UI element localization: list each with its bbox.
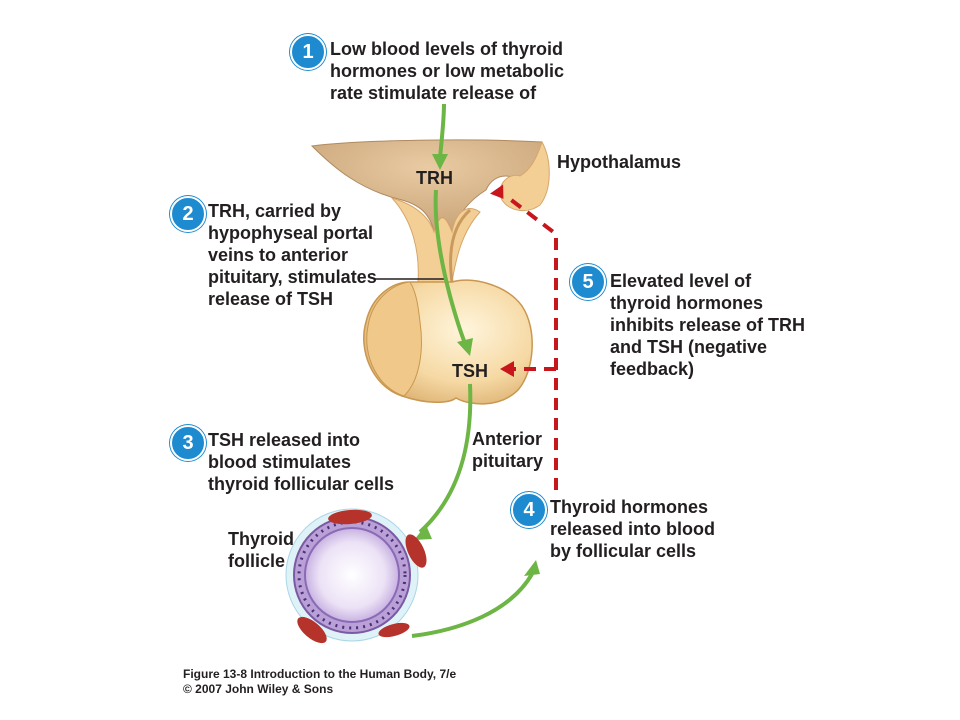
arrow-follicle-to-hormones-head (524, 560, 540, 576)
pituitary-stalk (390, 197, 481, 283)
step-1-text: Low blood levels of thyroid hormones or … (330, 39, 565, 103)
arrow-step1-head (432, 154, 448, 170)
arrow-follicle-to-hormones (411, 572, 534, 638)
hypothalamus-label: Hypothalamus (557, 152, 682, 172)
step-2-text: TRH, carried by hypophyseal portal veins… (208, 201, 377, 309)
arrow-step1-to-trh (438, 103, 446, 159)
trh-label: TRH (416, 168, 453, 188)
blood-cell (328, 509, 372, 525)
anterior-pituitary-label: Anterior pituitary (472, 429, 544, 471)
feedback-arrowhead-trh (490, 184, 504, 199)
step-5-text: Elevated level of thyroid hormones inhib… (610, 271, 806, 379)
thyroid-follicle-label: Thyroid follicle (228, 529, 294, 571)
thyroid-follicle (285, 508, 419, 642)
step-4-badge: 4 (511, 492, 547, 528)
step-2-badge: 2 (170, 196, 206, 232)
step-5-badge: 5 (570, 264, 606, 300)
tsh-label: TSH (452, 361, 488, 381)
hypothalamus-hook (499, 140, 550, 212)
arrow-tsh-to-follicle (418, 383, 473, 534)
feedback-arrowhead-tsh (500, 361, 514, 377)
arrow-trh-to-tsh-head (457, 338, 473, 356)
step-4-text: Thyroid hormones released into blood by … (550, 497, 716, 561)
feedback-vertical-line (504, 194, 558, 490)
copyright-caption: © 2007 John Wiley & Sons (183, 682, 334, 696)
blood-cell (297, 616, 327, 644)
posterior-lobe (366, 281, 422, 397)
step-3-badge: 3 (170, 425, 206, 461)
figure-caption: Figure 13-8 Introduction to the Human Bo… (183, 667, 457, 681)
arrow-trh-to-tsh (433, 189, 468, 347)
hypothalamus-tissue (310, 139, 546, 234)
step-3-text: TSH released into blood stimulates thyro… (208, 430, 395, 494)
blood-cell (405, 534, 427, 568)
step-1-badge: 1 (290, 34, 326, 70)
blood-cell (378, 622, 410, 638)
portal-vein-strand (449, 208, 472, 283)
arrow-tsh-to-follicle-head (414, 525, 432, 540)
